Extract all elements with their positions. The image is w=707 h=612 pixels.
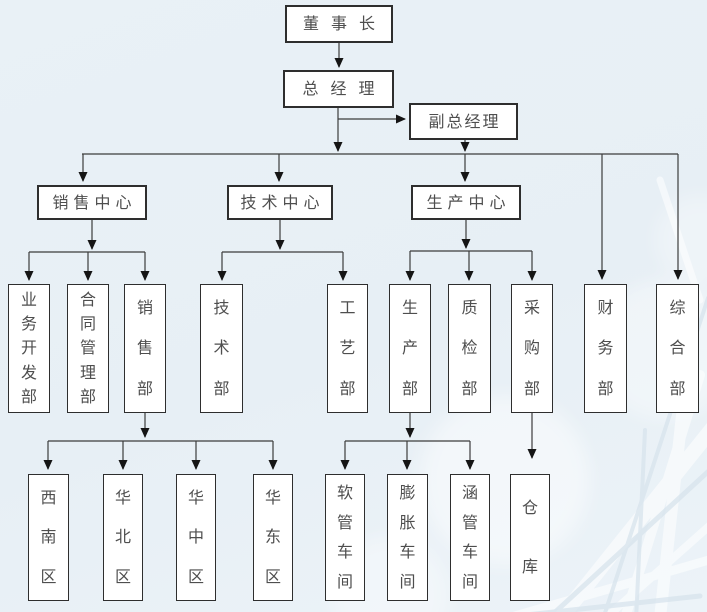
node-warehouse: 仓库 (510, 474, 550, 601)
node-process-dept: 工艺部 (327, 284, 368, 413)
node-sales-center: 销售中心 (37, 185, 147, 220)
node-quality-dept: 质检部 (448, 284, 491, 413)
node-general-manager: 总经理 (283, 70, 394, 108)
node-north-china-region: 华北区 (103, 474, 143, 601)
node-technology-dept: 技术部 (200, 284, 243, 413)
node-tech-center: 技术中心 (227, 185, 333, 220)
node-contract-mgmt-dept: 合同管理部 (67, 284, 109, 413)
node-expansion-workshop: 膨胀车间 (387, 474, 428, 601)
node-culvert-workshop: 涵管车间 (450, 474, 490, 601)
node-southwest-region: 西南区 (28, 474, 69, 601)
node-general-affairs-dept: 综合部 (656, 284, 699, 413)
node-finance-dept: 财务部 (584, 284, 627, 413)
node-production-dept: 生产部 (389, 284, 431, 413)
node-purchasing-dept: 采购部 (511, 284, 553, 413)
node-production-center: 生产中心 (411, 185, 521, 220)
node-hose-workshop: 软管车间 (325, 474, 365, 601)
node-east-china-region: 华东区 (253, 474, 293, 601)
node-chairman: 董事长 (285, 5, 393, 43)
node-business-dev-dept: 业务开发部 (8, 284, 50, 413)
node-deputy-general-manager: 副总经理 (409, 103, 518, 140)
node-central-china-region: 华中区 (176, 474, 216, 601)
node-sales-dept: 销售部 (124, 284, 166, 413)
